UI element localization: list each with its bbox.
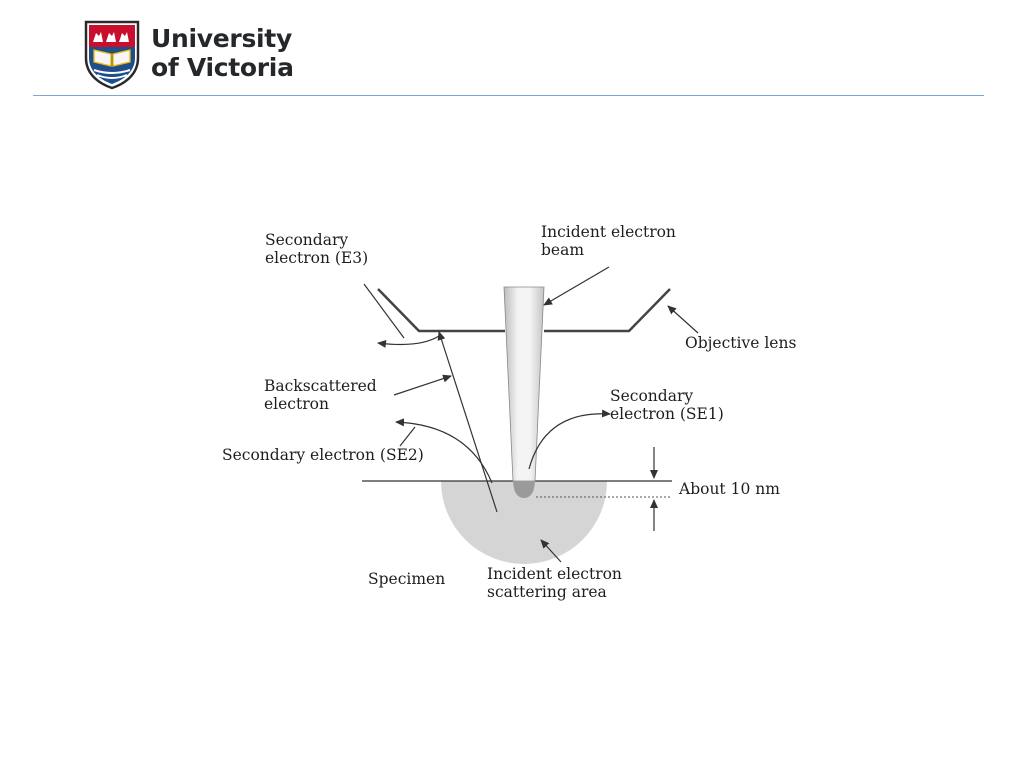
slide-header: University of Victoria (0, 0, 1024, 100)
interaction-spot (513, 481, 535, 498)
university-wordmark: University of Victoria (151, 24, 294, 82)
specimen-scattering-region (441, 481, 607, 564)
label-objective-lens: Objective lens (685, 334, 797, 352)
incident-electron-beam (503, 286, 545, 482)
label-specimen: Specimen (368, 570, 446, 588)
label-scattering-area: Incident electron scattering area (487, 565, 622, 601)
objective-lens-right (544, 288, 671, 333)
university-shield-icon (84, 20, 140, 90)
label-about-10nm: About 10 nm (679, 480, 780, 498)
secondary-electron-se2-path (395, 418, 493, 484)
wordmark-line-1: University (151, 24, 292, 53)
label-secondary-electron-se2: Secondary electron (SE2) (222, 446, 424, 464)
secondary-electron-e3-path (377, 335, 440, 348)
label-incident-electron-beam: Incident electron beam (541, 223, 676, 259)
objective-lens-left (377, 288, 505, 333)
e3-label-pointer (363, 283, 405, 339)
objective-lens-pointer (667, 305, 699, 334)
se2-label-pointer (399, 426, 416, 447)
scattering-area-pointer (540, 539, 562, 563)
label-secondary-electron-se1: Secondary electron (SE1) (610, 387, 724, 423)
backscattered-electron-path (437, 331, 498, 513)
wordmark-line-2: of Victoria (151, 53, 294, 82)
label-backscattered-electron: Backscattered electron (264, 377, 377, 413)
backscattered-pointer (393, 374, 452, 396)
secondary-electron-se1-path (528, 409, 611, 470)
incident-beam-pointer (543, 266, 610, 306)
header-divider (33, 95, 984, 96)
label-secondary-electron-e3: Secondary electron (E3) (265, 231, 369, 267)
